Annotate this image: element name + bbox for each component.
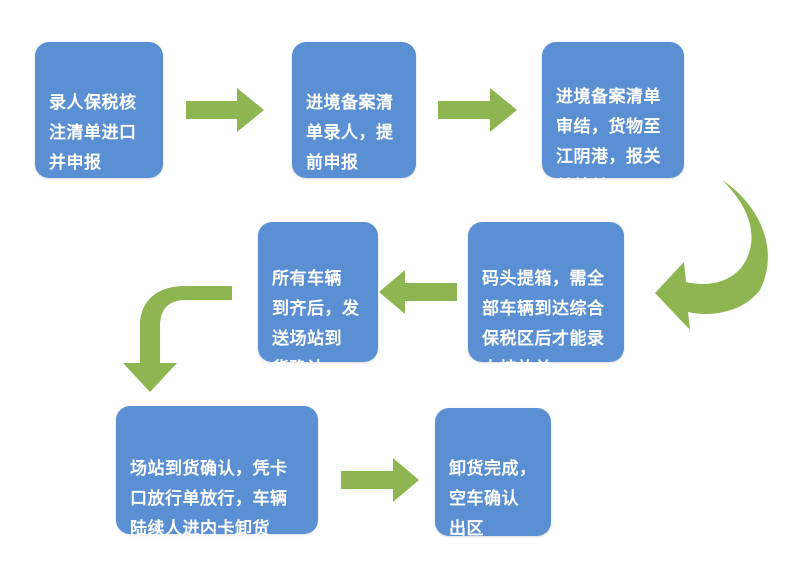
step-box-2: 进境备案清 单录人，提 前申报 — [292, 42, 416, 178]
step-box-4: 码头提箱，需全 部车辆到达综合 保税区后才能录 人核放单 — [468, 222, 624, 379]
right-arrow-2 — [438, 88, 517, 132]
right-arrow-3 — [341, 458, 419, 502]
step-text-2: 进境备案清 单录人，提 前申报 — [306, 93, 394, 173]
step-text-4: 码头提箱，需全 部车辆到达综合 保税区后才能录 人核放单 — [482, 269, 605, 379]
curved-arrow-down-left — [655, 180, 768, 330]
step-text-7: 卸货完成， 空车确认 出区 — [449, 459, 537, 539]
step-text-5: 所有车辆 到齐后，发 送场站到 货确认 — [272, 269, 360, 379]
step-box-7: 卸货完成， 空车确认 出区 — [435, 408, 551, 539]
step-text-3: 进境备案清单 审结，货物至 江阴港，报关 单结关 — [556, 87, 661, 197]
step-text-1: 录人保税核 注清单进口 并申报 — [49, 93, 137, 173]
step-box-3: 进境备案清单 审结，货物至 江阴港，报关 单结关 — [542, 42, 684, 197]
left-arrow-1 — [379, 270, 457, 314]
step-box-5: 所有车辆 到齐后，发 送场站到 货确认 — [258, 222, 378, 379]
bend-arrow-down — [123, 286, 232, 392]
step-box-1: 录人保税核 注清单进口 并申报 — [35, 42, 163, 178]
step-box-6: 场站到货确认，凭卡 口放行单放行，车辆 陆续人进内卡卸货 — [116, 406, 318, 539]
step-text-6: 场站到货确认，凭卡 口放行单放行，车辆 陆续人进内卡卸货 — [130, 459, 288, 539]
right-arrow-1 — [186, 88, 264, 132]
